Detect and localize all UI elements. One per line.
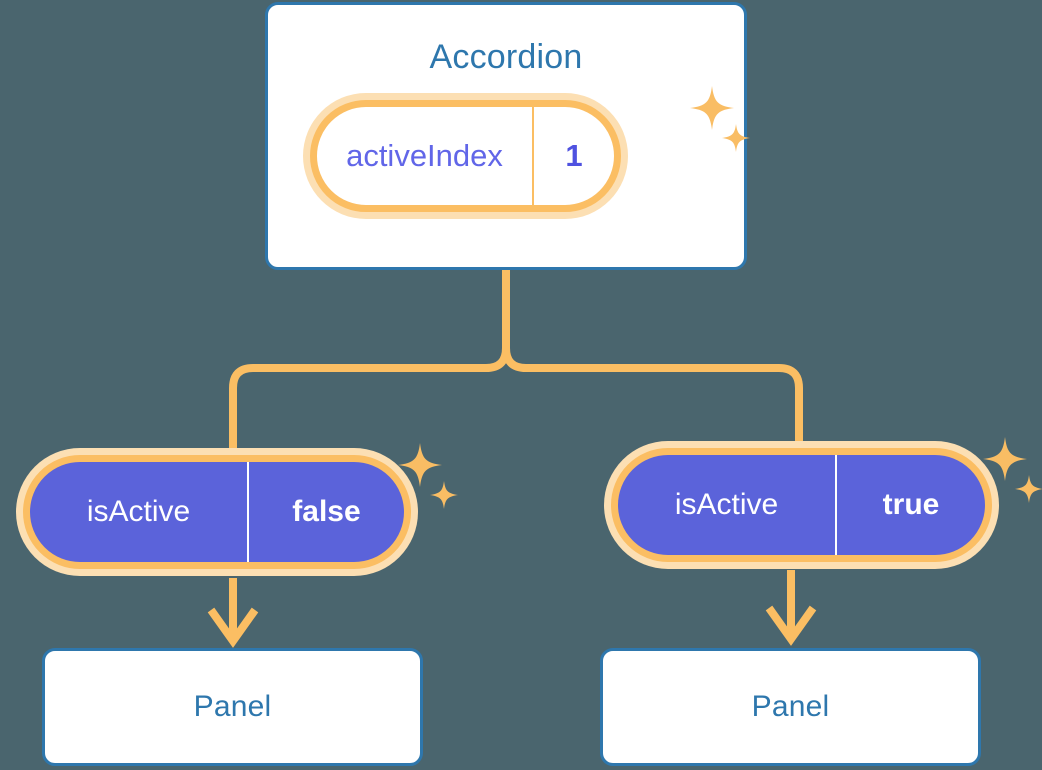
- panel-card-right[interactable]: Panel: [600, 648, 981, 766]
- panel-card-title: Panel: [193, 690, 272, 723]
- prop-badge-value: true: [835, 455, 985, 555]
- prop-badge-body: isActive false: [23, 455, 411, 569]
- state-badge-key: activeIndex: [346, 138, 503, 173]
- accordion-card-title: Accordion: [429, 38, 583, 76]
- prop-badge-isactive-false[interactable]: isActive false: [23, 455, 411, 569]
- state-badge-activeindex[interactable]: activeIndex 1: [310, 100, 621, 212]
- prop-badge-value: false: [247, 462, 404, 562]
- connector-root-to-right: [502, 266, 803, 456]
- state-badge-value: 1: [532, 107, 614, 205]
- arrow-down-icon-left: [207, 578, 259, 648]
- connector-root-to-left: [229, 266, 510, 464]
- panel-card-left[interactable]: Panel: [42, 648, 423, 766]
- panel-card-title: Panel: [751, 690, 830, 723]
- state-badge-body: activeIndex 1: [310, 100, 621, 212]
- prop-badge-body: isActive true: [611, 448, 992, 562]
- arrow-down-icon-right: [765, 570, 817, 646]
- prop-badge-key: isActive: [674, 488, 779, 521]
- prop-badge-isactive-true[interactable]: isActive true: [611, 448, 992, 562]
- prop-badge-key: isActive: [86, 495, 191, 528]
